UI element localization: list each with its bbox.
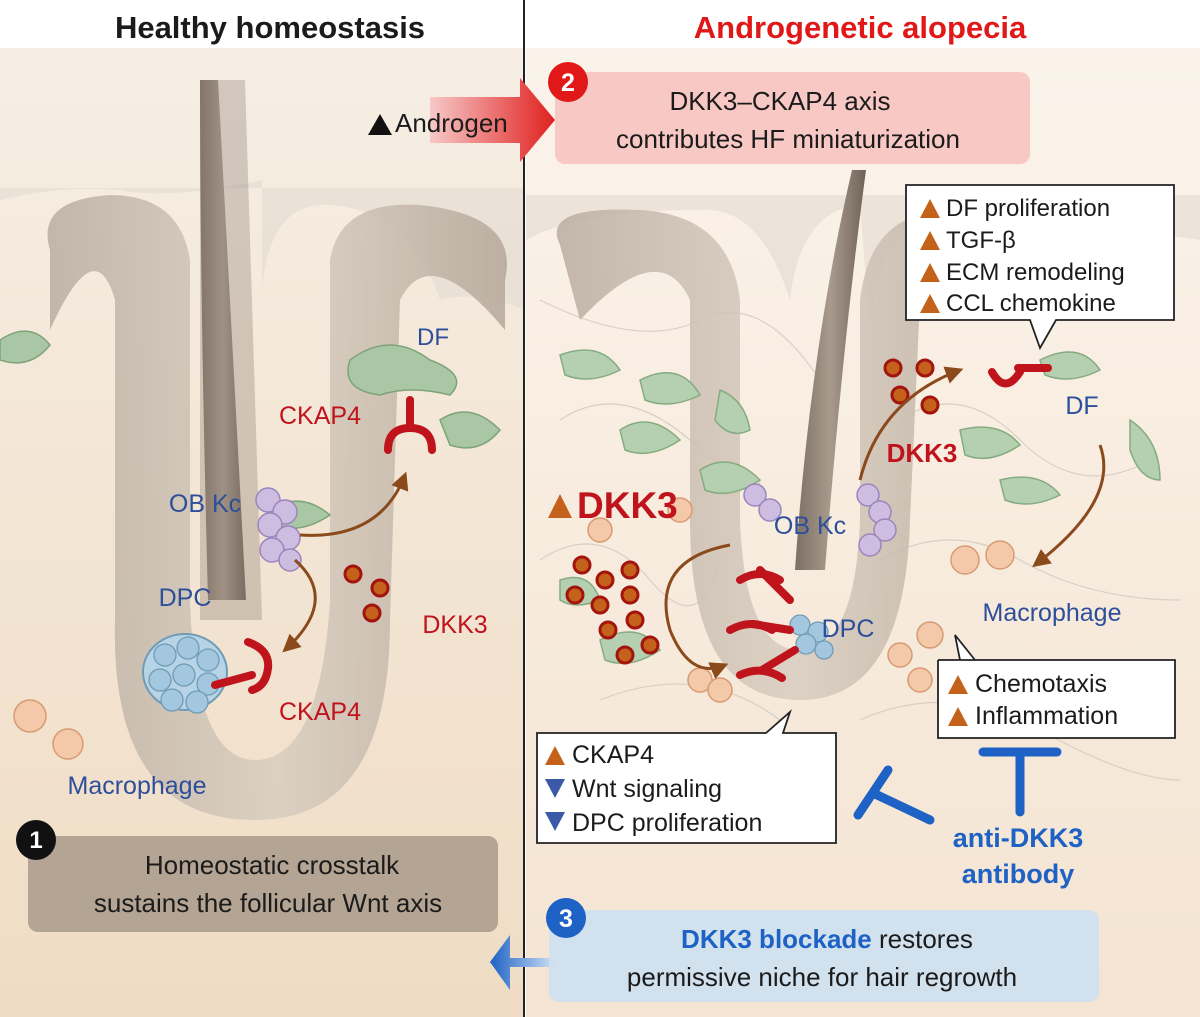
left-dkk3-label: DKK3 [422, 611, 487, 639]
step1-line2: sustains the follicular Wnt axis [94, 888, 442, 918]
left-hair-shaft-shadow [200, 80, 262, 620]
antibody-inhibitor-symbols [853, 747, 1062, 825]
macrophage-effect-2: Inflammation [975, 702, 1118, 730]
right-hair-shaft [795, 170, 866, 570]
step3-badge: 3 [559, 905, 573, 933]
right-obkc-label: OB Kc [774, 512, 846, 540]
antibody-label-line1: anti-DKK3 [953, 823, 1084, 853]
left-title-band [0, 0, 524, 48]
right-dkk3-dots [565, 358, 940, 665]
macrophage-effects-box: Chemotaxis Inflammation [937, 634, 1176, 739]
right-dpc-cluster [789, 614, 834, 660]
left-obkc-label: OB Kc [169, 490, 241, 518]
antibody-label-line2: antibody [962, 859, 1075, 889]
step3-bold: DKK3 blockade [681, 924, 872, 954]
step2-line2: contributes HF miniaturization [616, 124, 960, 154]
left-title: Healthy homeostasis [115, 10, 425, 45]
dpc-effect-up: CKAP4 [572, 741, 654, 769]
step3-rest: restores [872, 924, 973, 954]
right-dkk3-big-label: DKK3 [577, 485, 678, 526]
right-dkk3-arrows [664, 366, 1106, 679]
right-macrophage-label: Macrophage [983, 599, 1122, 627]
dpc-effect-down-1: Wnt signaling [572, 775, 722, 803]
left-macrophages [13, 699, 84, 760]
step2-badge: 2 [561, 69, 575, 97]
step1-badge: 1 [29, 827, 42, 854]
androgen-label: Androgen [395, 108, 508, 138]
right-macrophages [587, 497, 1015, 703]
right-dpc-label: DPC [822, 615, 875, 643]
left-ckap4-top-label: CKAP4 [279, 402, 361, 430]
right-title: Androgenetic alopecia [694, 10, 1027, 45]
left-dkk3-arrows [282, 471, 409, 653]
step1-box: 1 Homeostatic crosstalk sustains the fol… [16, 820, 498, 932]
step3-box: 3 DKK3 blockade restores permissive nich… [490, 898, 1099, 1002]
df-effect-1: DF proliferation [946, 195, 1110, 222]
step2-box: 2 DKK3–CKAP4 axis contributes HF miniatu… [548, 62, 1030, 164]
right-ckap4-receptors [726, 364, 1052, 682]
left-df-cells [0, 330, 502, 530]
right-df-label: DF [1065, 392, 1098, 420]
dpc-effects-box: CKAP4 Wnt signaling DPC proliferation [536, 709, 837, 844]
step3-line2: permissive niche for hair regrowth [627, 962, 1017, 992]
left-ckap4-receptor-top [384, 396, 436, 454]
left-hair-shaft [200, 80, 246, 600]
right-follicle-sheath [556, 209, 1030, 700]
right-obkc-cells [743, 483, 897, 557]
left-ckap4-receptor-bottom [211, 638, 273, 694]
left-dpc-label: DPC [159, 584, 212, 612]
androgen-arrow: Androgen [368, 78, 555, 162]
left-ckap4-bottom-label: CKAP4 [279, 698, 361, 726]
df-effect-4: CCL chemokine [946, 290, 1116, 317]
macrophage-effect-1: Chemotaxis [975, 670, 1107, 698]
left-obkc-cells [255, 487, 302, 572]
dpc-effect-down-2: DPC proliferation [572, 809, 762, 837]
step2-line1: DKK3–CKAP4 axis [669, 86, 890, 116]
right-dkk3-upper-label: DKK3 [887, 438, 958, 468]
step3-line1: DKK3 blockade restores [681, 924, 973, 954]
df-effect-3: ECM remodeling [946, 259, 1125, 286]
right-title-band [526, 0, 1200, 48]
left-macrophage-label: Macrophage [68, 772, 207, 800]
left-df-label: DF [417, 324, 449, 351]
df-effect-2: TGF-β [946, 227, 1016, 254]
df-effects-box: DF proliferation TGF-β ECM remodeling CC… [905, 184, 1175, 351]
left-dkk3-dots [343, 564, 390, 623]
step1-line1: Homeostatic crosstalk [145, 850, 400, 880]
left-dpc-cluster [142, 633, 228, 714]
dkk3-up-marker [548, 494, 572, 518]
